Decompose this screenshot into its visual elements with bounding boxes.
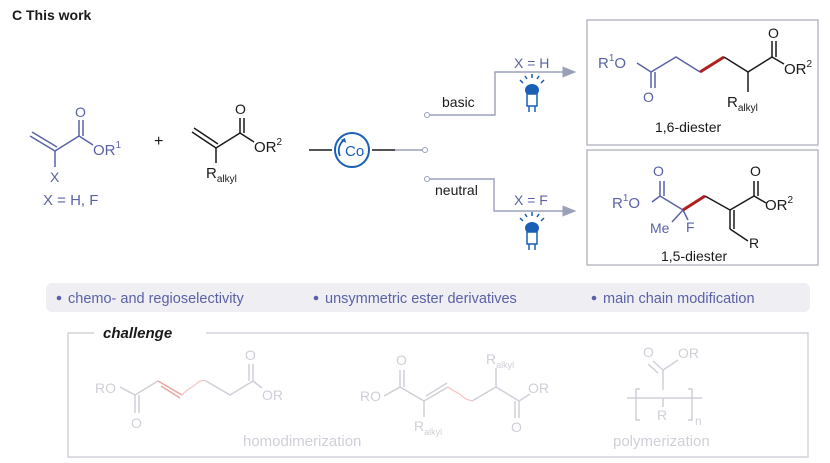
acrylate-ester: OR — [93, 142, 116, 159]
reactant-acrylate: O OR1 X X = H, F — [29, 104, 122, 209]
crossdimer-o: O — [396, 352, 407, 368]
crossdimer-structure: RO O Ralkyl Ralkyl O OR — [360, 351, 549, 437]
homodimerization-label: homodimerization — [243, 433, 361, 450]
methacrylate-ester: OR — [254, 139, 277, 156]
homodimer-left: RO — [95, 380, 116, 396]
p16-left-carbonyl-o: O — [643, 89, 654, 105]
p16-alkyl-sub: alkyl — [738, 103, 758, 114]
svg-text:OR2: OR2 — [254, 137, 283, 156]
crossdimer-alkyl-bottom: R — [414, 418, 424, 434]
homodimer-o2: O — [245, 347, 256, 363]
acrylate-substituent-x: X — [50, 169, 60, 185]
methacrylate-carbonyl-o: O — [235, 101, 246, 117]
polymerization-label: polymerization — [613, 433, 710, 450]
product-box-16-diester: R1O O O OR2 Ralkyl 1,6-diester — [586, 19, 819, 146]
reactant-methacrylate: O OR2 Ralkyl — [191, 101, 283, 185]
acrylate-condition: X = H, F — [43, 192, 98, 209]
catalyst-label: Co — [345, 143, 364, 160]
svg-text:Ralkyl: Ralkyl — [414, 418, 442, 437]
basic-selector: X = H — [514, 55, 549, 71]
methacrylate-ester-sup: 2 — [277, 137, 283, 148]
product-label-16-diester: 1,6-diester — [655, 119, 721, 135]
product-label-15-diester: 1,5-diester — [661, 248, 727, 264]
product-box-15-diester: R1O O Me F R O OR2 1,5-diester — [586, 149, 819, 266]
p16-right-ester-sup: 2 — [807, 59, 813, 70]
acrylate-ester-sup: 1 — [116, 140, 122, 151]
pathway-basic: basic X = H — [424, 55, 577, 118]
feature-2: unsymmetric ester derivatives — [325, 291, 517, 307]
svg-text:R1O: R1O — [612, 193, 640, 212]
feature-1: chemo- and regioselectivity — [68, 291, 244, 307]
homodimer-o: O — [131, 415, 142, 431]
p15-left-ester: R — [612, 195, 623, 212]
p15-right-ester-sup: 2 — [788, 195, 794, 206]
neutral-selector: X = F — [514, 192, 548, 208]
basic-condition: basic — [442, 94, 475, 110]
light-bulb-icon-neutral — [519, 212, 545, 250]
features-bar: chemo- and regioselectivity unsymmetric … — [46, 283, 810, 312]
p15-methyl: Me — [650, 220, 670, 236]
crossdimer-right: OR — [528, 380, 549, 396]
svg-text:Ralkyl: Ralkyl — [486, 351, 514, 370]
svg-text:Ralkyl: Ralkyl — [206, 165, 237, 185]
p15-left-ester-sup: 1 — [623, 193, 629, 204]
polymer-r: R — [657, 407, 667, 423]
pathway-neutral: neutral X = F — [424, 176, 577, 250]
challenge-box: challenge RO O O OR RO O Ralkyl — [67, 325, 809, 458]
neutral-condition: neutral — [435, 182, 478, 198]
plus-sign: + — [154, 133, 163, 150]
crossdimer-alkyl-bottom-sub: alkyl — [424, 427, 442, 437]
challenge-title: challenge — [103, 325, 172, 342]
p16-right-ester: OR — [784, 61, 807, 78]
p16-left-ester-o: O — [614, 55, 626, 72]
homodimer-structure: RO O O OR — [95, 347, 283, 431]
crossdimer-left: RO — [360, 388, 381, 404]
crossdimer-o2: O — [511, 419, 522, 435]
p16-left-ester-sup: 1 — [609, 53, 615, 64]
feature-3: main chain modification — [603, 291, 755, 307]
p16-left-ester: R — [598, 55, 609, 72]
svg-text:R1O: R1O — [598, 53, 626, 72]
cobalt-catalyst: Co — [309, 132, 428, 168]
light-bulb-icon-basic — [519, 74, 545, 112]
polymer-structure: O OR R n — [627, 344, 702, 428]
methacrylate-alkyl: R — [206, 165, 217, 182]
svg-text:OR2: OR2 — [784, 59, 813, 78]
svg-text:Ralkyl: Ralkyl — [727, 94, 758, 114]
p15-carbonyl-o: O — [750, 163, 761, 179]
p16-carbonyl-o: O — [768, 25, 779, 41]
polymer-o: O — [643, 344, 654, 360]
svg-text:OR2: OR2 — [765, 195, 794, 214]
p15-left-ester-o: O — [628, 195, 640, 212]
p15-fluoro: F — [686, 219, 695, 235]
polymer-or: OR — [678, 345, 699, 361]
acrylate-carbonyl-o: O — [75, 104, 86, 120]
section-title: C This work — [12, 7, 92, 23]
methacrylate-alkyl-sub: alkyl — [217, 174, 237, 185]
p15-r-group: R — [749, 235, 759, 251]
p16-alkyl: R — [727, 94, 738, 111]
crossdimer-alkyl-top: R — [486, 351, 496, 367]
p15-right-ester: OR — [765, 197, 788, 214]
p15-left-carbonyl-o: O — [653, 163, 664, 179]
homodimer-right: OR — [262, 387, 283, 403]
crossdimer-alkyl-top-sub: alkyl — [496, 360, 514, 370]
polymer-n: n — [695, 414, 702, 428]
svg-text:OR1: OR1 — [93, 140, 122, 159]
